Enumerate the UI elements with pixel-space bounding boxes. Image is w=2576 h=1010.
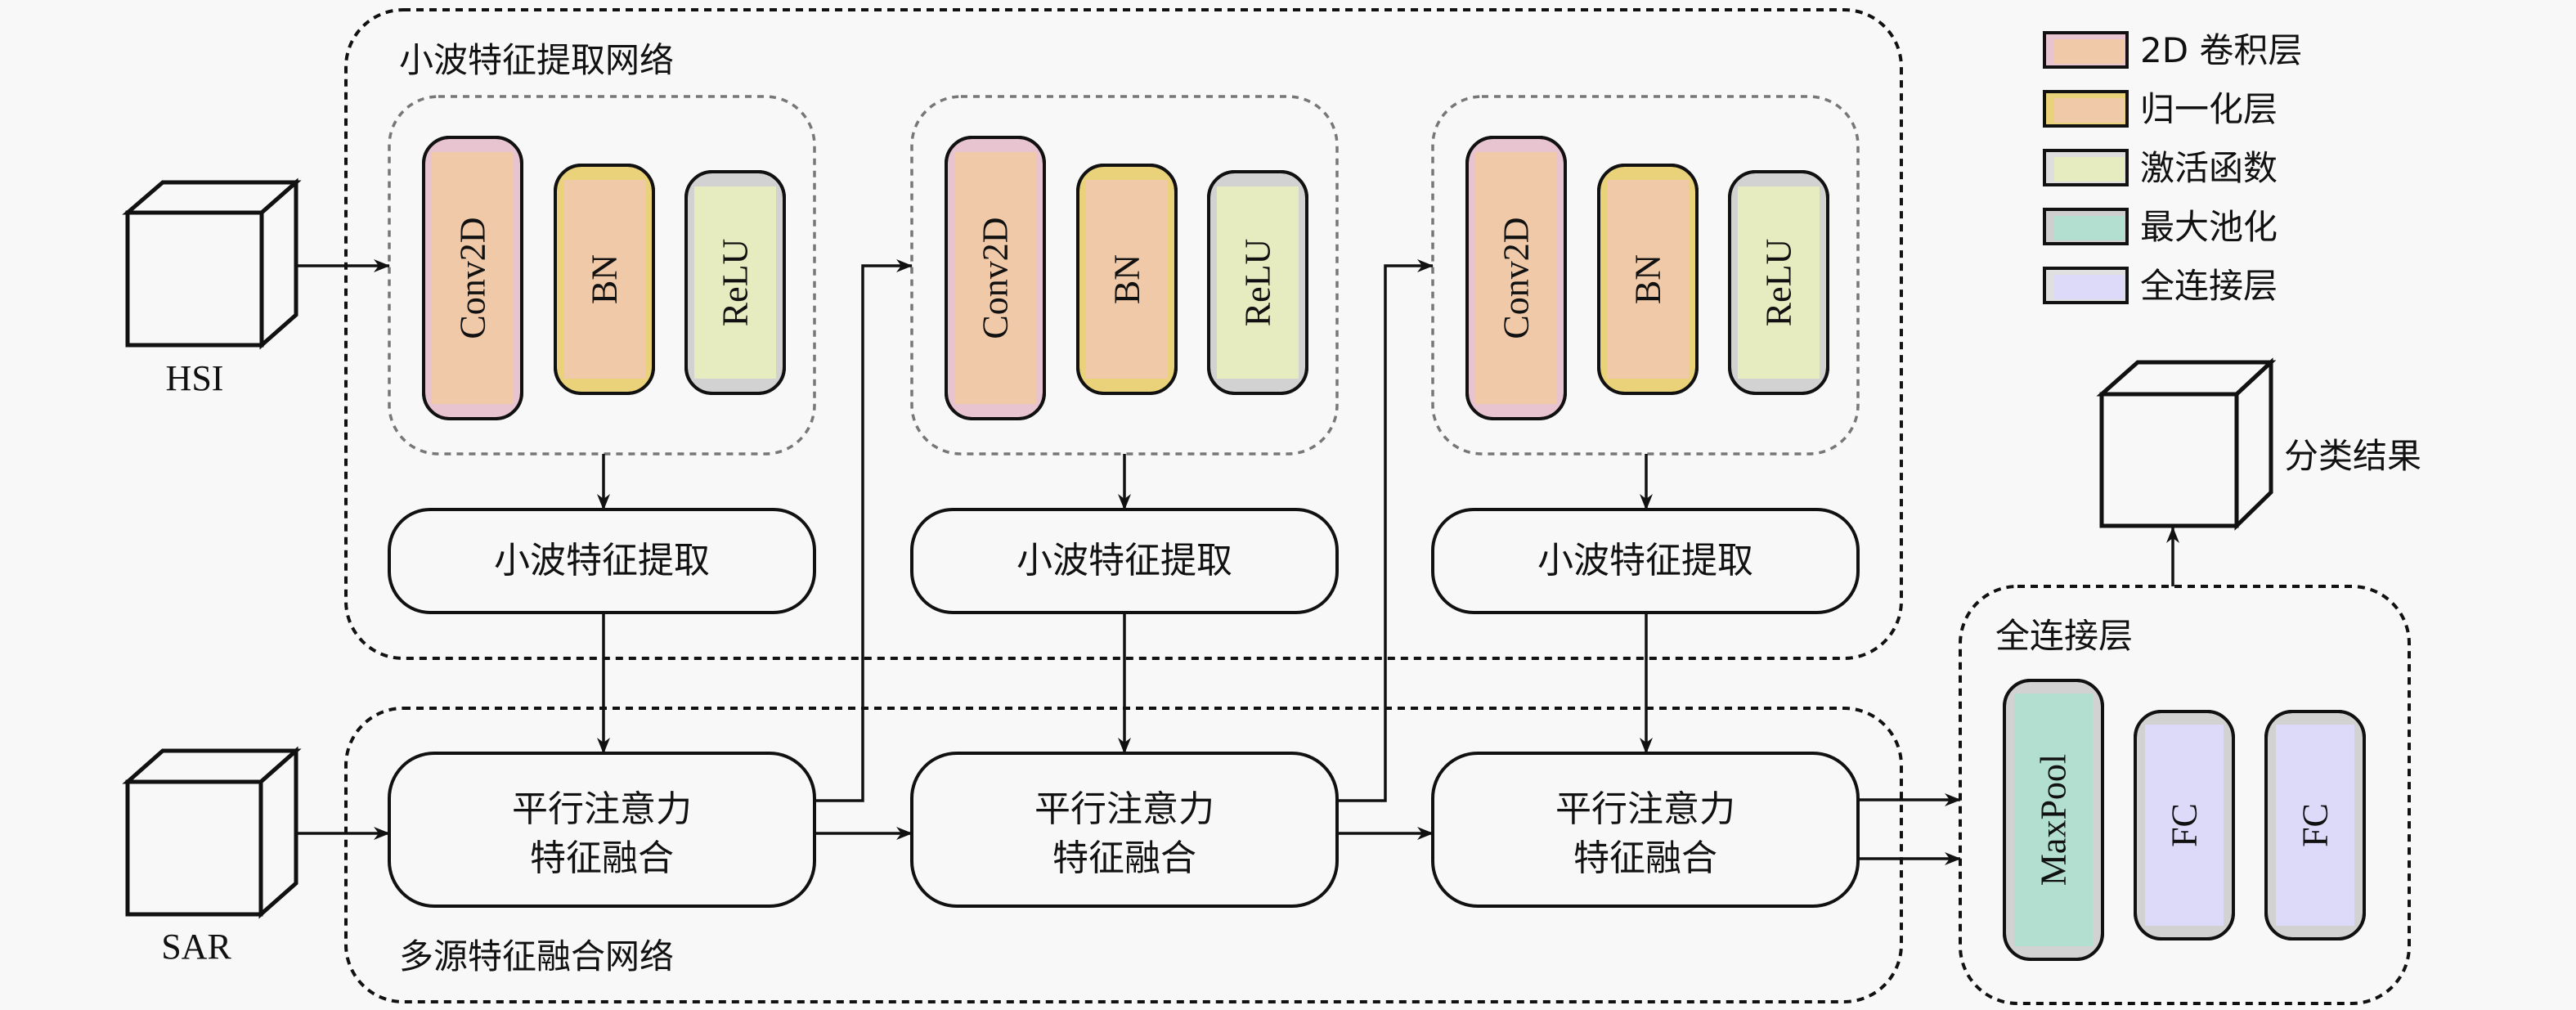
layer-relu: ReLU xyxy=(684,170,786,395)
legend-item: 全连接层 xyxy=(2043,266,2278,306)
layer-relu: ReLU xyxy=(1728,170,1829,395)
wavelet-network-title: 小波特征提取网络 xyxy=(399,40,674,80)
legend-label: 全连接层 xyxy=(2140,266,2278,306)
layer-label: ReLU xyxy=(1238,239,1278,327)
fusion1-to-wavelet2-connector xyxy=(815,259,913,802)
layer-label: BN xyxy=(585,254,625,304)
legend-label: 归一化层 xyxy=(2140,89,2278,129)
layer-label: FC xyxy=(2296,803,2336,847)
layer-label: BN xyxy=(1628,254,1668,304)
layer-relu: ReLU xyxy=(1207,170,1308,395)
fusion-label-line2: 特征融合 xyxy=(530,837,674,879)
layer-label: FC xyxy=(2165,803,2205,847)
layer-label: ReLU xyxy=(1759,239,1799,327)
layer-bn: BN xyxy=(554,164,655,395)
layer-label: Conv2D xyxy=(1497,217,1537,339)
legend-label: 2D 卷积层 xyxy=(2140,30,2302,70)
layer-maxpool-1: MaxPool xyxy=(2003,679,2104,961)
wavelet-network-container xyxy=(344,8,1903,660)
legend-item: 激活函数 xyxy=(2043,148,2278,188)
layer-conv2d: Conv2D xyxy=(422,136,523,420)
layer-label: Conv2D xyxy=(453,217,493,339)
hsi-label: HSI xyxy=(166,358,224,398)
layer-label: Conv2D xyxy=(976,217,1016,339)
output-label: 分类结果 xyxy=(2284,436,2421,476)
wavelet-extract-box xyxy=(388,508,816,614)
layer-bn: BN xyxy=(1076,164,1178,395)
layer-conv2d: Conv2D xyxy=(1465,136,1567,420)
layer-label: MaxPool xyxy=(2034,754,2074,886)
legend-item: 2D 卷积层 xyxy=(2043,30,2302,70)
conv-group-container xyxy=(388,95,816,456)
fusion-label-line1: 平行注意力 xyxy=(1555,788,1735,830)
wavelet-extract-label: 小波特征提取 xyxy=(1537,540,1753,581)
wavelet-block-3: Conv2D BN ReLU 小波特征提取 xyxy=(1431,95,1860,754)
output-cube xyxy=(2096,357,2277,531)
fusion-label-line1: 平行注意力 xyxy=(512,788,692,830)
fusion-label-line1: 平行注意力 xyxy=(1034,788,1214,830)
layer-label: BN xyxy=(1107,254,1147,304)
wavelet-extract-label: 小波特征提取 xyxy=(494,540,710,581)
conv-group-container xyxy=(1431,95,1860,456)
hsi-input-cube xyxy=(122,177,302,350)
fusion-label-line2: 特征融合 xyxy=(1573,837,1717,879)
conv-group-container xyxy=(910,95,1339,456)
fc-section-title: 全连接层 xyxy=(1995,616,2133,656)
wavelet-block-1: Conv2D BN ReLU 小波特征提取 xyxy=(388,95,816,754)
layer-label: ReLU xyxy=(716,239,756,327)
legend-item: 归一化层 xyxy=(2043,89,2278,129)
legend-label: 激活函数 xyxy=(2140,148,2278,188)
layer-bn: BN xyxy=(1597,164,1699,395)
legend-label: 最大池化 xyxy=(2140,207,2278,247)
legend-item: 最大池化 xyxy=(2043,207,2278,247)
fusion2-to-wavelet3-connector xyxy=(1336,259,1434,802)
fusion-network-title: 多源特征融合网络 xyxy=(399,936,674,976)
wavelet-extract-label: 小波特征提取 xyxy=(1016,540,1232,581)
sar-label: SAR xyxy=(161,927,231,967)
layer-conv2d: Conv2D xyxy=(945,136,1046,420)
layer-fc-2: FC xyxy=(2134,710,2235,940)
layer-fc-3: FC xyxy=(2264,710,2366,940)
wavelet-block-2: Conv2D BN ReLU 小波特征提取 xyxy=(910,95,1339,754)
fusion-label-line2: 特征融合 xyxy=(1052,837,1196,879)
sar-input-cube xyxy=(122,746,302,919)
